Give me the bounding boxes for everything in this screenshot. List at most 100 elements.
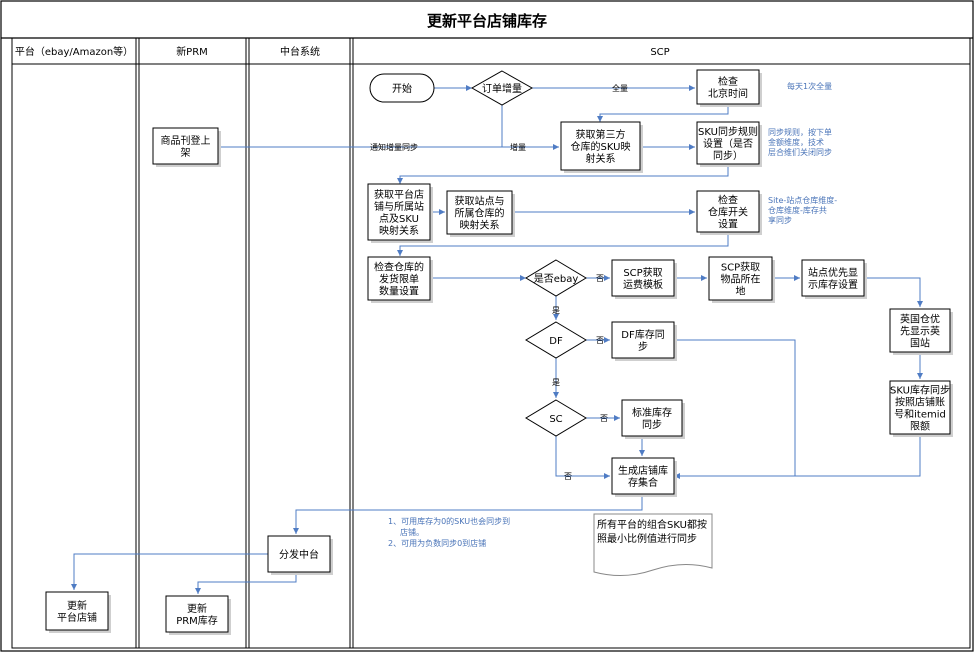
edges <box>71 85 923 594</box>
edge-genset-dispatch <box>293 494 643 534</box>
edge-label-no-ebay: 否 <box>596 274 604 283</box>
node-get-store-site-label-3: 点及SKU <box>379 213 419 225</box>
node-get-sku-map-label-1: 获取第三方 <box>576 128 626 141</box>
node-uk-priority-box <box>889 308 951 353</box>
node-sku-stock-sync-label-2: 按照店铺账 <box>895 396 945 409</box>
edge-sc-genset <box>555 436 610 479</box>
node-update-store-box <box>45 591 109 631</box>
node-scp-location-label-2: 物品所在 <box>721 273 761 286</box>
node-start-label-1: 开始 <box>392 82 412 95</box>
node-uk-priority-label-1: 英国仓优 <box>900 313 940 326</box>
edge-label-sc-genset: 否 <box>564 472 572 481</box>
node-start-terminal <box>369 73 435 103</box>
node-get-site-wh-label-2: 所属仓库的 <box>455 207 505 220</box>
node-std-sync-box <box>621 399 683 437</box>
node-scp-location-label-3: 地 <box>736 285 746 298</box>
edge-rule-store <box>397 164 729 184</box>
edge-switch-qty <box>397 232 729 256</box>
edge-check-time-getmap <box>597 104 729 122</box>
node-is-ebay: 是否ebay <box>525 259 587 297</box>
node-start: 开始 <box>369 73 435 103</box>
edge-label-full: 全量 <box>612 83 628 93</box>
footnote-3: 2、可用为负数同步0到店铺 <box>388 538 486 548</box>
node-df-sync-label-2: 步 <box>638 341 648 353</box>
node-dispatch-box <box>267 535 331 573</box>
lane-area-border <box>11 37 971 649</box>
edge-label-notify-inc: 通知增量同步 <box>370 142 418 152</box>
node-is-ebay-diamond <box>525 259 587 297</box>
edge-dispatch-update-prm <box>195 572 297 594</box>
node-df: DF <box>525 321 587 359</box>
doc-note: 所有平台的组合SKU都按 照最小比例值进行同步 <box>593 513 713 576</box>
node-check-wh-qty-label-1: 检查仓库的 <box>374 261 424 274</box>
node-get-store-site-label-1: 获取平台店 <box>374 188 424 201</box>
node-dispatch-label-1: 分发中台 <box>279 548 319 561</box>
node-sc-diamond <box>525 399 587 437</box>
note-switch-3: 享同步 <box>768 215 792 225</box>
node-get-site-wh-label-1: 获取站点与 <box>455 195 505 208</box>
edge-label-yes-ebay: 是 <box>552 306 560 315</box>
node-sku-sync-rule-label-2: 设置（是否 <box>703 138 753 150</box>
node-sku-stock-sync-label-4: 限额 <box>910 420 930 433</box>
doc-note-line-1: 所有平台的组合SKU都按 <box>597 518 707 531</box>
lane-header-platform: 平台（ebay/Amazon等） <box>15 45 133 58</box>
node-dispatch: 分发中台 <box>267 535 333 575</box>
node-sc-label-1: SC <box>549 414 562 425</box>
edge-label-no-df: 否 <box>596 336 604 345</box>
node-get-sku-map-box <box>560 121 641 171</box>
node-update-store: 更新平台店铺 <box>45 591 111 633</box>
footnote-2: 店铺。 <box>400 527 424 537</box>
node-df-sync-box <box>611 321 675 359</box>
node-sku-sync-rule-label-1: SKU同步规则 <box>698 125 758 138</box>
node-get-store-site-label-4: 映射关系 <box>379 224 419 237</box>
lane-header-prm: 新PRM <box>176 45 208 58</box>
node-is-ebay-label-1: 是否ebay <box>534 273 579 285</box>
node-scp-location-label-1: SCP获取 <box>721 262 760 274</box>
node-order-inc: 订单增量 <box>470 70 534 106</box>
node-sku-sync-rule-label-3: 同步） <box>713 150 743 162</box>
node-sku-stock-sync-label-3: 号和itemid <box>894 409 946 421</box>
node-update-store-label-1: 更新 <box>67 599 87 612</box>
node-listing-label-2: 架 <box>181 147 191 159</box>
node-order-inc-diamond <box>470 70 534 106</box>
node-gen-set-label-2: 存集合 <box>628 476 658 489</box>
node-sku-stock-sync-label-1: SKU库存同步 <box>890 384 950 397</box>
node-check-bj-time-label-2: 北京时间 <box>708 87 748 100</box>
node-get-store-site-label-2: 铺与所属站 <box>374 200 424 213</box>
diagram-title: 更新平台店铺库存 <box>427 12 547 30</box>
node-sku-stock-sync-box <box>889 380 951 435</box>
node-update-store-label-2: 平台店铺 <box>57 611 97 624</box>
footnote-1: 1、可用库存为0的SKU也会同步到 <box>388 516 510 526</box>
edge-label-yes-df: 是 <box>552 378 560 387</box>
edge-priority-uk <box>864 277 923 307</box>
edge-dispatch-update-store <box>71 553 268 590</box>
note-sync-rules-3: 层合维们关闭同步 <box>768 147 832 157</box>
node-update-prm-label-2: PRM库存 <box>176 614 218 627</box>
node-get-store-site-box <box>367 183 431 241</box>
node-order-inc-label-1: 订单增量 <box>482 82 522 95</box>
node-update-prm-box <box>165 595 229 633</box>
node-check-wh-switch-label-1: 检查 <box>718 194 738 207</box>
node-check-wh-qty-label-3: 数量设置 <box>379 285 419 298</box>
note-switch-1: Site-站点仓库维度- <box>768 195 837 205</box>
node-check-wh-switch-box <box>696 190 760 233</box>
node-scp-freight-label-1: SCP获取 <box>623 267 662 279</box>
lane-header-scp: SCP <box>650 47 669 58</box>
